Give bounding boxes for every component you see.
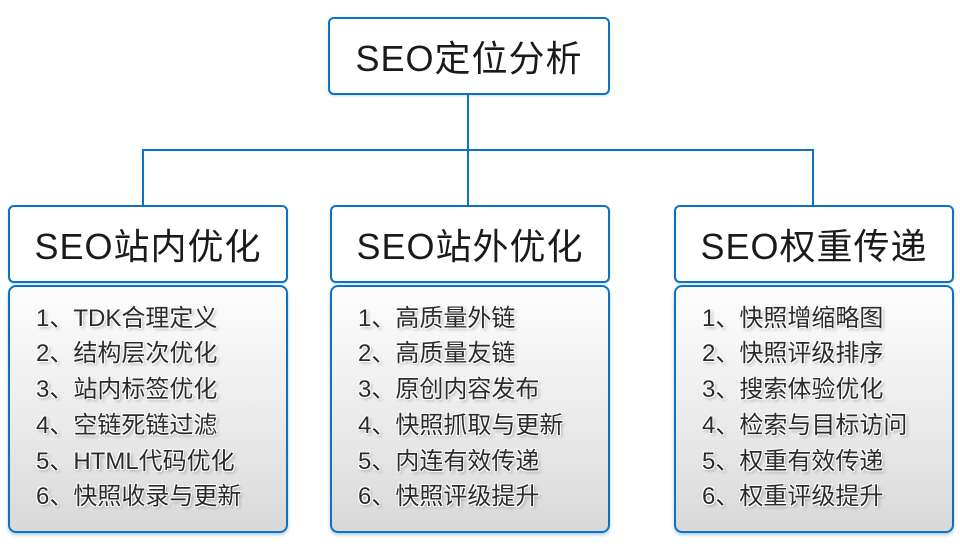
list-item: 3、原创内容发布 (358, 376, 540, 404)
list-item: 6、快照收录与更新 (36, 483, 242, 511)
connector-drop-left (142, 149, 144, 207)
node-offsite-header: SEO站外优化 (330, 205, 610, 283)
list-item: 1、高质量外链 (358, 304, 516, 332)
list-item: 3、搜索体验优化 (702, 376, 884, 404)
node-onsite-header: SEO站内优化 (8, 205, 288, 283)
list-item: 4、快照抓取与更新 (358, 411, 564, 439)
node-onsite-list: 1、TDK合理定义 2、结构层次优化 3、站内标签优化 4、空链死链过滤 5、H… (8, 285, 288, 533)
list-item: 4、空链死链过滤 (36, 411, 218, 439)
list-item: 2、高质量友链 (358, 340, 516, 368)
node-offsite-list: 1、高质量外链 2、高质量友链 3、原创内容发布 4、快照抓取与更新 5、内连有… (330, 285, 610, 533)
root-node-title: SEO定位分析 (355, 38, 583, 79)
list-item: 5、内连有效传递 (358, 447, 540, 475)
list-item: 6、权重评级提升 (702, 483, 884, 511)
connector-drop-right (812, 149, 814, 207)
node-weight-title: SEO权重传递 (700, 226, 928, 267)
connector-root-stem (467, 95, 469, 150)
list-item: 2、快照评级排序 (702, 340, 884, 368)
root-node: SEO定位分析 (328, 17, 610, 95)
list-item: 4、检索与目标访问 (702, 411, 908, 439)
list-item: 1、快照增缩略图 (702, 304, 884, 332)
node-weight-list: 1、快照增缩略图 2、快照评级排序 3、搜索体验优化 4、检索与目标访问 5、权… (674, 285, 954, 533)
list-item: 3、站内标签优化 (36, 376, 218, 404)
list-item: 2、结构层次优化 (36, 340, 218, 368)
list-item: 5、权重有效传递 (702, 447, 884, 475)
list-item: 1、TDK合理定义 (36, 304, 218, 332)
node-offsite-title: SEO站外优化 (356, 226, 584, 267)
node-onsite-title: SEO站内优化 (34, 226, 262, 267)
list-item: 5、HTML代码优化 (36, 447, 235, 475)
connector-drop-center (467, 149, 469, 207)
list-item: 6、快照评级提升 (358, 483, 540, 511)
node-weight-header: SEO权重传递 (674, 205, 954, 283)
connector-horizontal (142, 149, 814, 151)
